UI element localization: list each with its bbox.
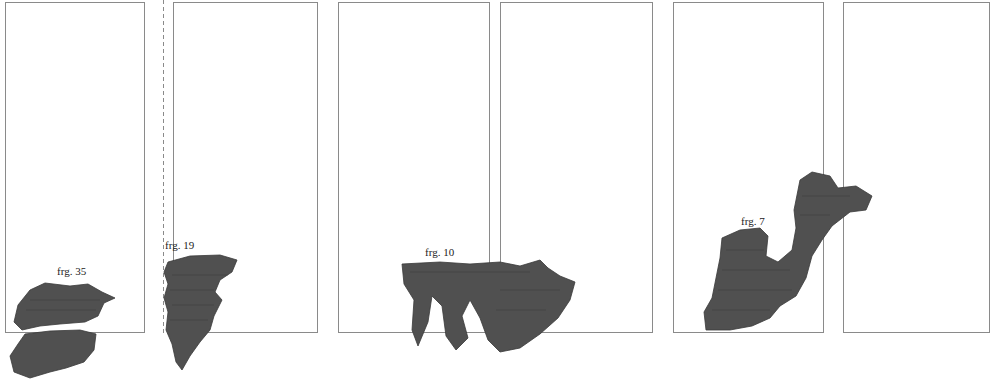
script-lines	[26, 196, 850, 320]
fragment-label: frg. 7	[741, 216, 765, 227]
fragment-label: frg. 10	[425, 247, 454, 258]
column-frame	[6, 3, 145, 333]
margin-line	[163, 0, 164, 336]
fragment-label: frg. 19	[165, 240, 194, 251]
fragment	[14, 283, 115, 330]
fragment	[164, 255, 237, 370]
fragments	[10, 172, 872, 378]
column-frame	[844, 3, 990, 333]
fragment	[704, 172, 872, 330]
fragment-label: frg. 35	[57, 266, 86, 277]
fragment	[10, 330, 96, 378]
fragment	[402, 260, 575, 352]
